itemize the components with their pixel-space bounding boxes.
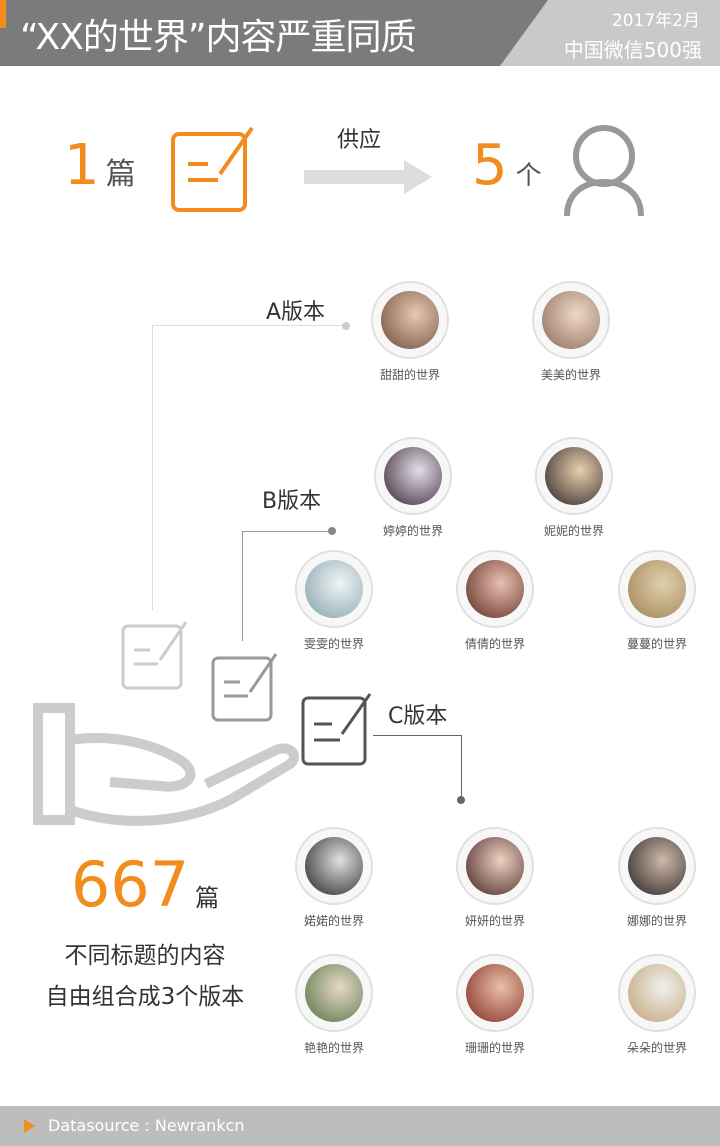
- account-avatar: [532, 281, 610, 359]
- footer-bar: [0, 1106, 720, 1146]
- account-name: 妍妍的世界: [464, 914, 525, 928]
- account-name: 甜甜的世界: [379, 368, 440, 382]
- article-count: 1: [64, 133, 100, 198]
- account-avatar: [618, 954, 696, 1032]
- article-unit: 篇: [105, 157, 136, 192]
- account-name: 婼婼的世界: [303, 914, 364, 928]
- avatar-photo: [628, 964, 686, 1022]
- account-avatar: [295, 954, 373, 1032]
- account-name: 美美的世界: [540, 368, 601, 382]
- account-name: 珊珊的世界: [464, 1041, 525, 1055]
- account-name: 艳艳的世界: [303, 1041, 364, 1055]
- account-name: 雯雯的世界: [303, 637, 364, 651]
- play-triangle-icon: [24, 1119, 35, 1133]
- avatar-photo: [305, 560, 363, 618]
- connector-b-vertical: [242, 531, 243, 641]
- avatar-photo: [628, 560, 686, 618]
- avatar-photo: [384, 447, 442, 505]
- avatar-photo: [545, 447, 603, 505]
- avatar-photo: [466, 837, 524, 895]
- supply-label: 供应: [337, 128, 382, 153]
- accent-bar: [0, 0, 6, 28]
- account-avatar: [371, 281, 449, 359]
- account-unit: 个: [515, 161, 542, 191]
- connector-c-vertical: [461, 735, 462, 801]
- summary-line1: 不同标题的内容: [64, 943, 226, 969]
- article-count-group: 1 篇: [64, 132, 136, 199]
- account-avatar: [295, 827, 373, 905]
- account-avatar: [535, 437, 613, 515]
- connector-dot-b: [328, 527, 336, 535]
- total-count-group: 667 篇: [0, 848, 290, 922]
- account-avatar: [456, 827, 534, 905]
- edit-document-icon: [171, 126, 254, 212]
- avatar-photo: [466, 964, 524, 1022]
- datasource-label: Datasource : Newrankcn: [48, 1116, 245, 1135]
- avatar-photo: [628, 837, 686, 895]
- account-name: 婷婷的世界: [382, 524, 443, 538]
- date-label: 2017年2月: [611, 11, 700, 31]
- version-c-label: C版本: [388, 704, 448, 729]
- account-avatar: [295, 550, 373, 628]
- account-count: 5: [472, 133, 508, 198]
- account-avatar: [374, 437, 452, 515]
- avatar-photo: [466, 560, 524, 618]
- avatar-photo: [305, 964, 363, 1022]
- connector-b: [242, 531, 332, 532]
- account-name: 娜娜的世界: [626, 914, 687, 928]
- user-icon: [564, 125, 644, 217]
- arrow-right-icon: [304, 160, 432, 194]
- document-icon-c: [301, 693, 372, 766]
- connector-dot-c: [457, 796, 465, 804]
- version-a-label: A版本: [266, 300, 326, 325]
- hand-icon: [33, 703, 299, 826]
- total-count: 667: [70, 848, 190, 921]
- page-title: “XX的世界”内容严重同质: [20, 17, 417, 58]
- account-name: 朵朵的世界: [626, 1041, 687, 1055]
- account-avatar: [618, 827, 696, 905]
- document-icon-b: [211, 653, 278, 722]
- account-count-group: 5 个: [472, 132, 542, 199]
- total-unit: 篇: [195, 884, 220, 912]
- account-name: 倩倩的世界: [464, 637, 525, 651]
- account-avatar: [618, 550, 696, 628]
- account-avatar: [456, 954, 534, 1032]
- connector-c: [373, 735, 461, 736]
- connector-a-vertical: [152, 325, 153, 610]
- connector-a: [152, 325, 345, 326]
- account-avatar: [456, 550, 534, 628]
- connector-dot-a: [342, 322, 350, 330]
- version-b-label: B版本: [262, 489, 322, 514]
- account-name: 蔓蔓的世界: [626, 637, 687, 651]
- summary-line2: 自由组合成3个版本: [45, 984, 245, 1010]
- avatar-photo: [305, 837, 363, 895]
- document-icon-a: [121, 621, 188, 690]
- account-name: 妮妮的世界: [543, 524, 604, 538]
- avatar-photo: [542, 291, 600, 349]
- subtitle: 中国微信500强: [563, 38, 702, 62]
- avatar-photo: [381, 291, 439, 349]
